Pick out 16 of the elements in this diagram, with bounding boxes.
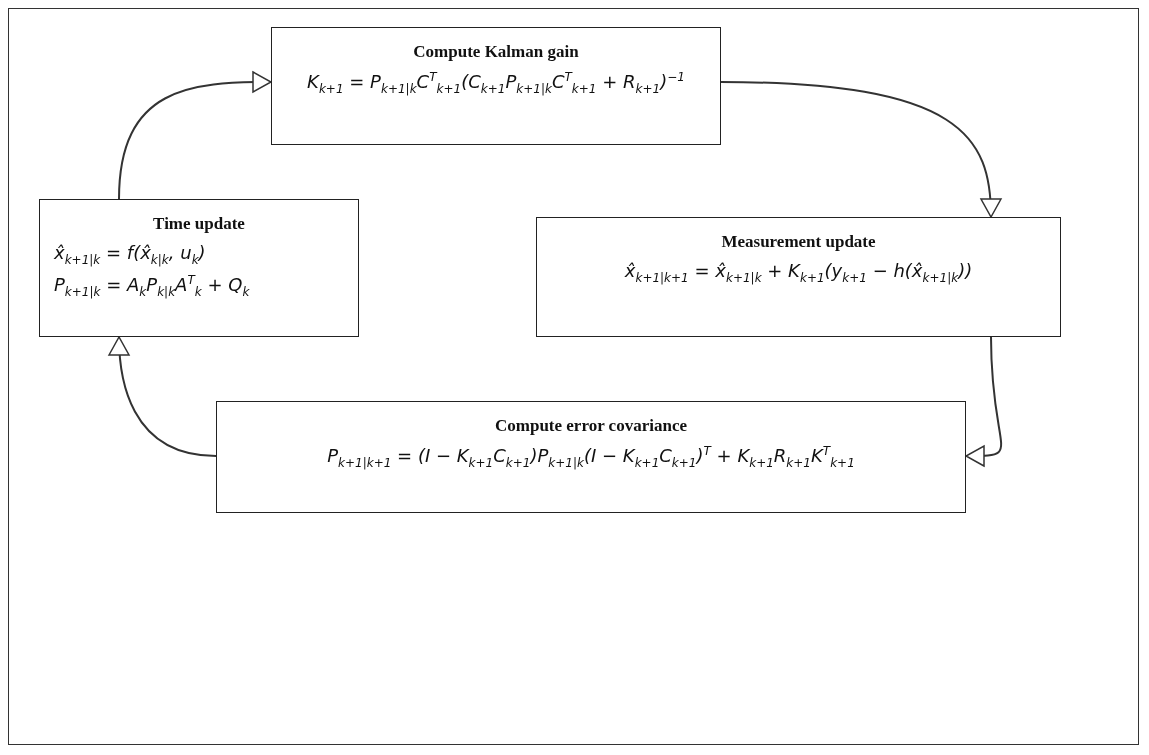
process-box [536, 217, 1061, 337]
formula-text: x̂$_{k+1|k+1}$ = x̂$_{k+1|k}$ + K$_{k+1}$(y$_{k+1}$ − h(x̂$_{k+1|k}$)) [624, 260, 973, 285]
box-heading: Measurement update [721, 232, 876, 252]
formula-text: K$_{k+1}$ = P$_{k+1|k}$C$^{T}$$_{k+1}$(C$_{k+1}$P$_{k+1|k}$C$^{T}$$_{k+1}$ + R$_{k+1}$)$^{−1}$ [307, 70, 685, 96]
arrow [720, 81, 1002, 218]
formula-text: P$_{k+1|k}$ = A$_{k}$P$_{k|k}$A$^{T}$$_{k}$ + Q$_{k}$ [54, 272, 250, 299]
process-box [216, 401, 966, 513]
box-heading: Time update [153, 214, 245, 234]
box-heading: Compute error covariance [495, 416, 687, 436]
arrow [118, 71, 272, 200]
process-box [271, 27, 721, 145]
formula-text: x̂$_{k+1|k}$ = f(x̂$_{k|k}$, u$_{k}$) [54, 242, 206, 267]
arrow [965, 336, 1002, 467]
box-heading: Compute Kalman gain [413, 42, 579, 62]
arrow [108, 336, 217, 457]
process-box [39, 199, 359, 337]
